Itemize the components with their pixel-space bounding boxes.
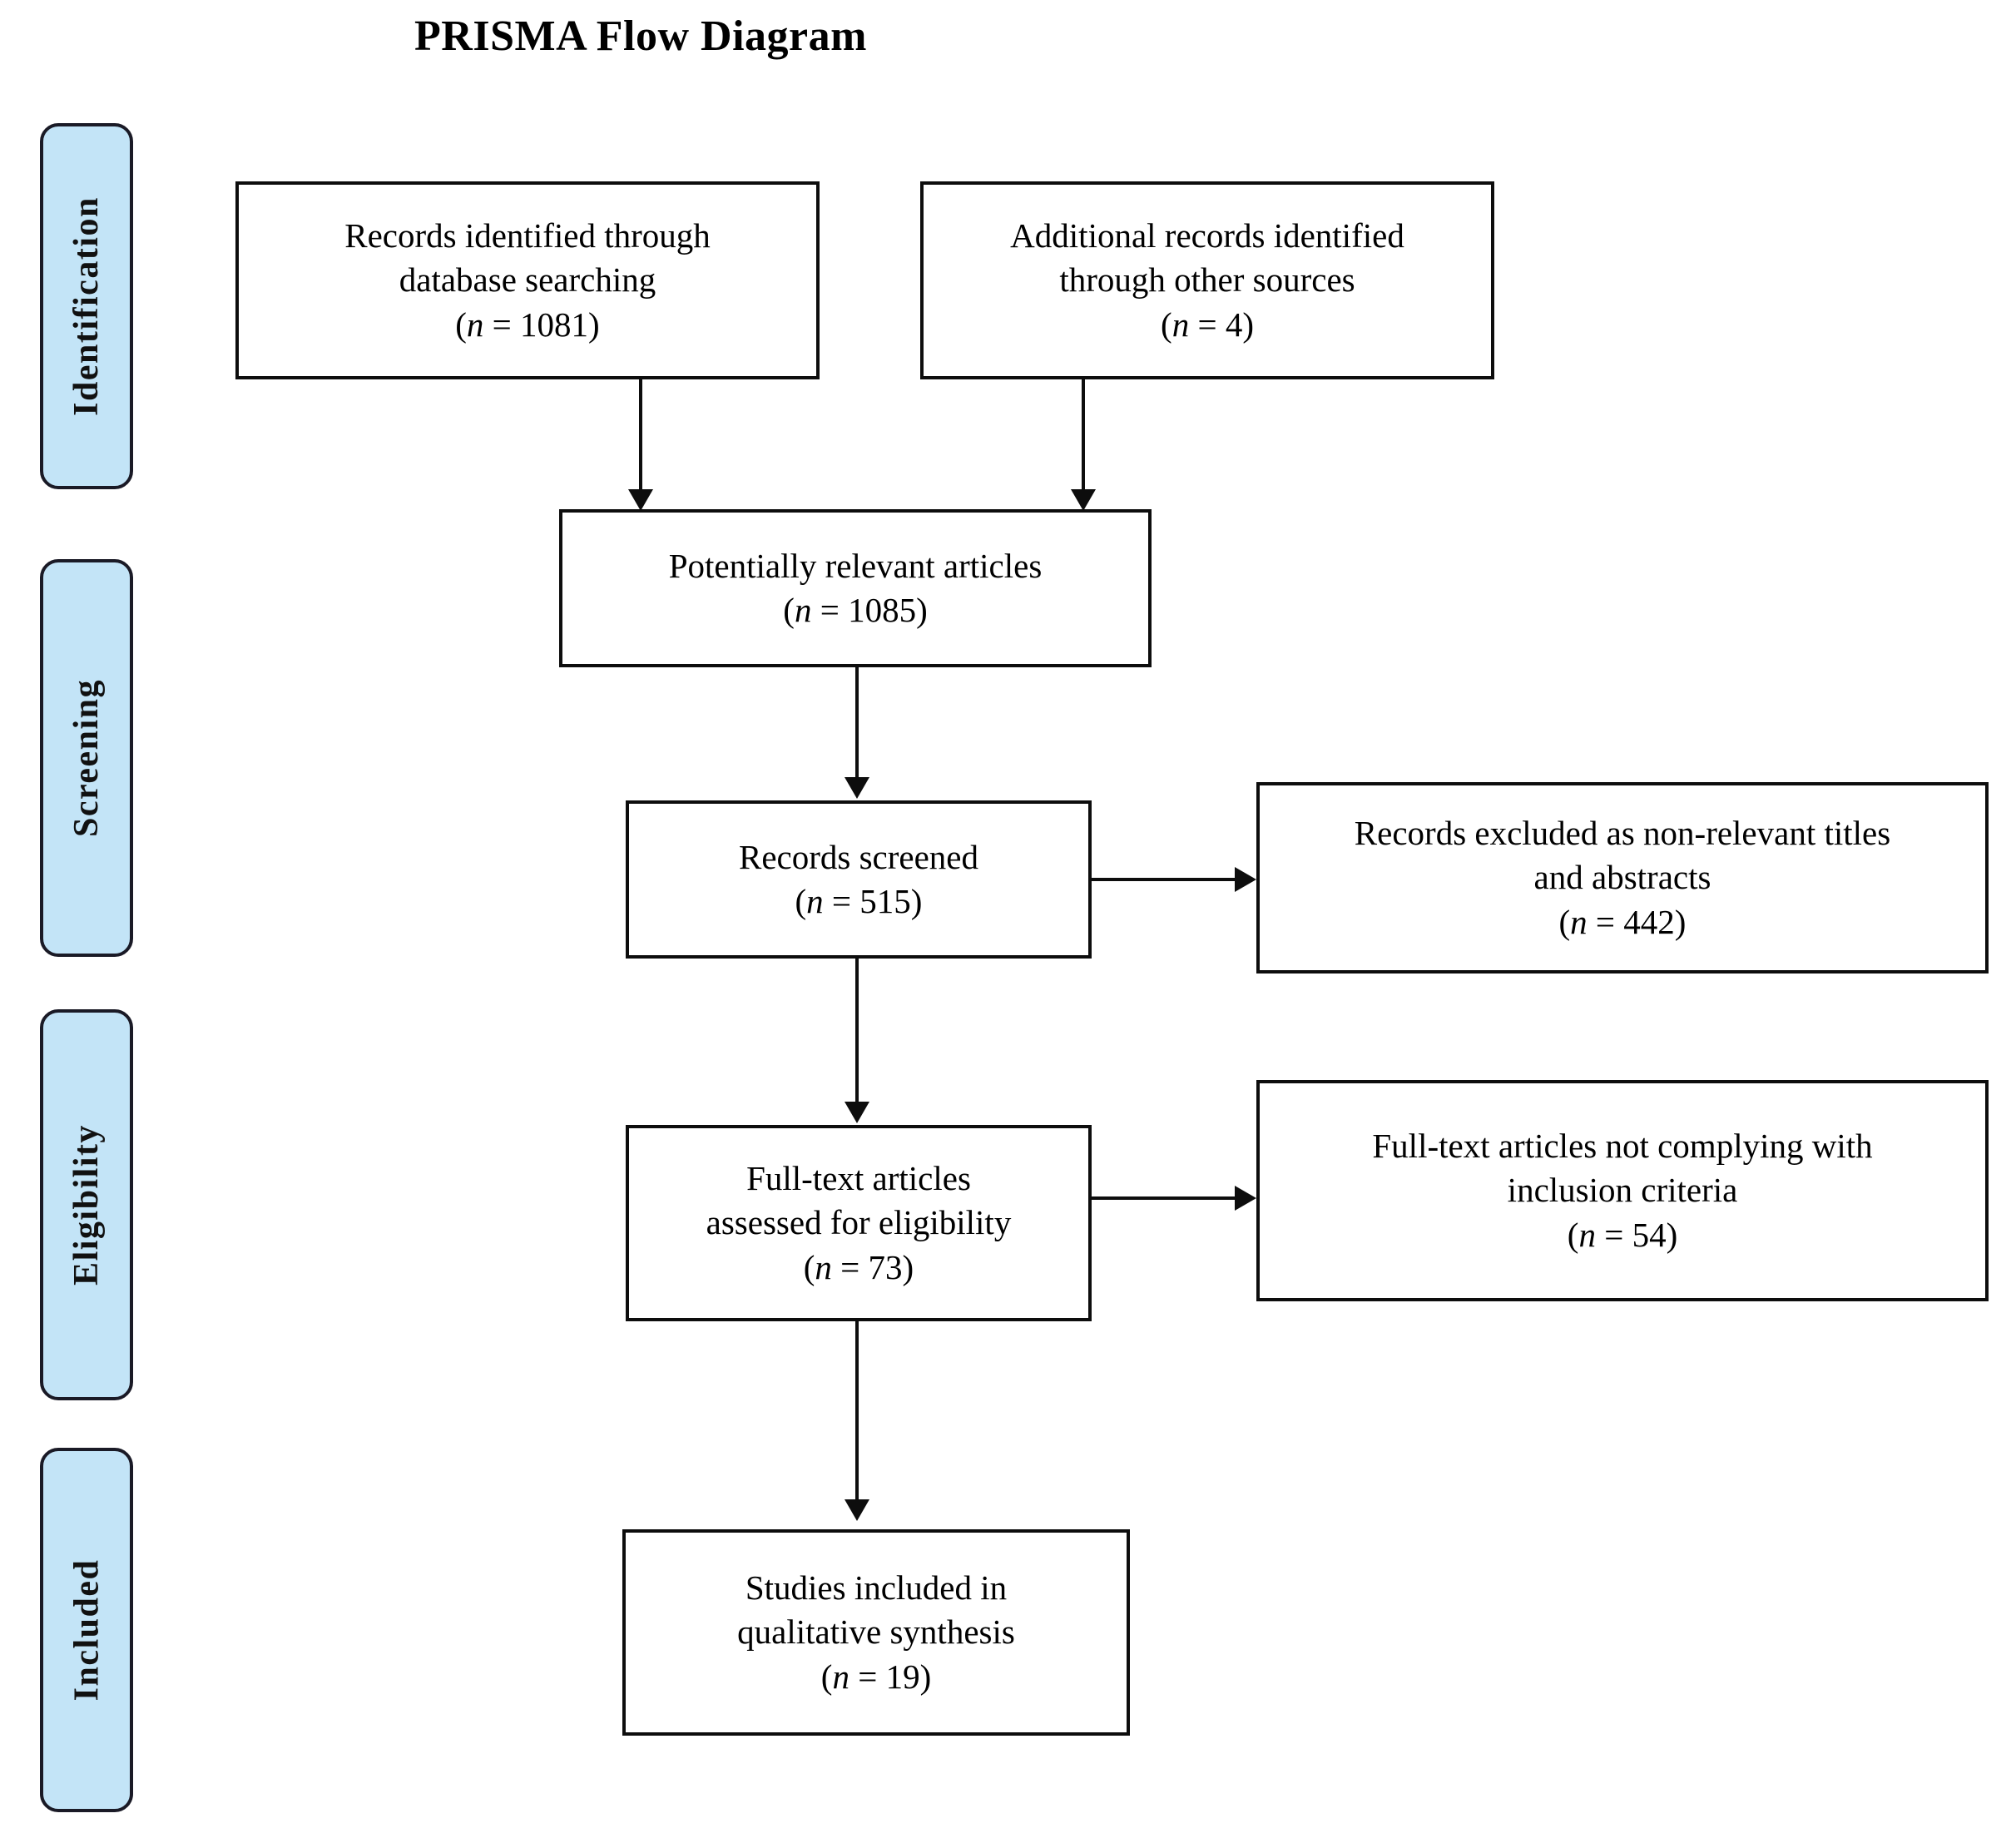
connector-other-sources-down [1082, 379, 1085, 493]
arrowhead-other-sources-down [1071, 489, 1096, 511]
box-fulltext-assessed: Full-text articles assessed for eligibil… [626, 1125, 1092, 1321]
page-title: PRISMA Flow Diagram [414, 12, 867, 60]
stage-label-included-text: Included [67, 1558, 106, 1702]
arrowhead-database-search-down [628, 489, 653, 511]
box-fulltext-assessed-label: Full-text articles assessed for eligibil… [706, 1159, 1012, 1242]
arrowhead-fulltext-assessed-right [1235, 1186, 1256, 1211]
box-records-screened-count: (n = 515) [795, 882, 923, 920]
box-database-search: Records identified through database sear… [235, 181, 820, 379]
box-fulltext-excluded-label: Full-text articles not complying with in… [1372, 1127, 1873, 1210]
stage-label-identification: Identification [40, 123, 133, 489]
stage-label-screening: Screening [40, 559, 133, 957]
box-database-search-count: (n = 1081) [455, 305, 600, 344]
arrowhead-records-screened-right [1235, 867, 1256, 892]
box-fulltext-assessed-count: (n = 73) [803, 1247, 914, 1286]
box-other-sources: Additional records identified through ot… [920, 181, 1494, 379]
box-other-sources-text: Additional records identified through ot… [1002, 170, 1413, 391]
box-studies-included-label: Studies included in qualitative synthesi… [737, 1568, 1015, 1652]
box-potentially-relevant: Potentially relevant articles (n = 1085) [559, 509, 1152, 667]
box-potentially-relevant-text: Potentially relevant articles (n = 1085) [661, 499, 1051, 676]
box-other-sources-count: (n = 4) [1161, 305, 1254, 344]
stage-label-eligibility: Eligibility [40, 1009, 133, 1400]
stage-label-eligibility-text: Eligibility [67, 1124, 106, 1286]
box-studies-included: Studies included in qualitative synthesi… [622, 1529, 1130, 1736]
box-records-excluded-count: (n = 442) [1558, 902, 1687, 941]
box-potentially-relevant-label: Potentially relevant articles [668, 546, 1043, 585]
box-database-search-label: Records identified through database sear… [344, 216, 711, 300]
box-records-excluded-text: Records excluded as non-relevant titles … [1346, 767, 1899, 988]
box-fulltext-excluded-text: Full-text articles not complying with in… [1364, 1080, 1880, 1301]
box-records-screened-text: Records screened (n = 515) [731, 790, 987, 968]
box-records-screened: Records screened (n = 515) [626, 800, 1092, 959]
stage-label-screening-text: Screening [67, 678, 106, 838]
box-fulltext-excluded-count: (n = 54) [1567, 1215, 1678, 1254]
arrowhead-records-screened-down [845, 1102, 869, 1123]
arrowhead-fulltext-assessed-down [845, 1499, 869, 1521]
box-studies-included-text: Studies included in qualitative synthesi… [729, 1522, 1023, 1743]
connector-database-search-down [639, 379, 642, 493]
box-other-sources-label: Additional records identified through ot… [1010, 216, 1404, 300]
box-potentially-relevant-count: (n = 1085) [783, 591, 928, 629]
box-fulltext-assessed-text: Full-text articles assessed for eligibil… [698, 1112, 1020, 1334]
connector-potentially-relevant-down [855, 667, 859, 779]
stage-label-included: Included [40, 1448, 133, 1812]
arrowhead-potentially-relevant-down [845, 777, 869, 799]
connector-fulltext-assessed-down [855, 1321, 859, 1501]
stage-label-identification-text: Identification [67, 196, 106, 416]
connector-fulltext-assessed-right [1092, 1196, 1235, 1200]
connector-records-screened-down [855, 959, 859, 1103]
box-records-screened-label: Records screened [738, 837, 978, 876]
connector-records-screened-right [1092, 878, 1235, 881]
box-records-excluded: Records excluded as non-relevant titles … [1256, 782, 1989, 973]
box-fulltext-excluded: Full-text articles not complying with in… [1256, 1080, 1989, 1301]
box-studies-included-count: (n = 19) [820, 1657, 932, 1696]
box-database-search-text: Records identified through database sear… [336, 170, 719, 391]
box-records-excluded-label: Records excluded as non-relevant titles … [1354, 814, 1891, 897]
